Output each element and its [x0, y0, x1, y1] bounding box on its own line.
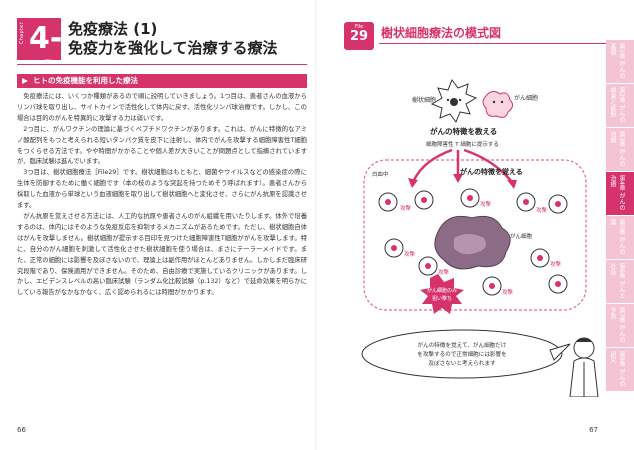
page-number-left: 66 — [17, 426, 26, 434]
dendritic-cell-icon — [430, 78, 478, 124]
starburst-badge: がん細胞のみ 狙い撃ち — [420, 274, 464, 314]
doctor-icon — [569, 337, 599, 397]
chapter-tab[interactable]: 第1章 がんの基礎 — [606, 40, 634, 83]
page-number-right: 67 — [589, 426, 598, 434]
attack-label: 攻撃 — [502, 288, 514, 296]
attack-label: 攻撃 — [550, 260, 562, 268]
file-divider — [379, 43, 607, 44]
paragraph: 2つ目に、がんワクチンの理論に基づくペプチドワクチンがあります。これは、がんに特… — [17, 125, 307, 166]
bubble-line-2: を攻撃するので正常細胞には影響を — [417, 350, 507, 358]
speech-bubble: がんの特徴を覚えて、がん細胞だけ を攻撃するので正常細胞には影響を 及ぼさないと… — [361, 329, 571, 379]
title-line-1: 免疫療法 (1) — [68, 20, 158, 38]
chapter-tab[interactable]: 第6章 がんと社会 — [606, 260, 634, 303]
bubble-line-3: 及ぼさないと考えられます — [428, 359, 496, 367]
left-page: Chapter 4-6 免疫療法 (1) 免疫力を強化して治療する療法 ヒトの免… — [0, 0, 316, 450]
cancer-cell-label-2: がん細胞 — [510, 232, 533, 240]
book-gutter — [315, 0, 317, 450]
target-label-2: 狙い撃ち — [432, 295, 452, 302]
bubble-line-1: がんの特徴を覚えて、がん細胞だけ — [418, 341, 507, 349]
right-page: File 29 樹状細胞療法の模式図 樹状細胞 がん細胞 がんの特徴を教える 細… — [317, 0, 634, 450]
dendritic-therapy-diagram: 樹状細胞 がん細胞 がんの特徴を教える 細胞障害性 T 細胞に提示する がんの特… — [361, 78, 599, 397]
chapter-tab-active[interactable]: 第4章 がんの治療 — [606, 172, 634, 215]
t-cell-nucleus — [385, 195, 561, 289]
chapter-tab[interactable]: 第5章 がんの薬 — [606, 216, 634, 259]
chapter-tab[interactable]: 第7章 がんの予防 — [606, 304, 634, 347]
paragraph: 免疫療法には、いくつか種類があるので順に説明していきましょう。1つ目は、患者さん… — [17, 93, 307, 122]
file-label: File — [354, 24, 364, 30]
chapter-tab[interactable]: 第2章 がんの検査と診断 — [606, 84, 634, 127]
section-heading: ヒトの免疫機能を利用した療法 — [17, 74, 307, 88]
cancer-cell-label: がん細胞 — [514, 94, 538, 102]
target-label-1: がん細胞のみ — [427, 287, 457, 294]
dendritic-cell-label: 樹状細胞 — [412, 96, 436, 104]
cancer-cell-icon — [482, 90, 514, 118]
blood-label: 白血中 — [372, 170, 389, 178]
arrowhead-icon — [408, 174, 517, 189]
section-heading-text: ヒトの免疫機能を利用した療法 — [33, 76, 138, 85]
file-badge: File 29 — [344, 22, 374, 50]
chapter-tab[interactable]: 第3章 がんの治療 — [606, 128, 634, 171]
file-title: 樹状細胞療法の模式図 — [381, 26, 502, 40]
chapter-tabs: 第1章 がんの基礎 第2章 がんの検査と診断 第3章 がんの治療 第4章 がんの… — [606, 40, 634, 392]
arrow-icon — [412, 148, 513, 183]
teach-label: がんの特徴を教える — [430, 126, 497, 136]
attack-label: 攻撃 — [438, 268, 450, 276]
attack-label: 攻撃 — [536, 206, 548, 214]
file-number: 29 — [349, 29, 369, 44]
learn-label: がんの特徴を覚える — [460, 167, 523, 176]
chapter-badge: Chapter 4-6 — [17, 18, 62, 90]
paragraph: がん抗原を覚えさせる方法には、人工的な抗原や患者さんのがん組織を用いたりします。… — [17, 212, 307, 297]
body-text: 免疫療法には、いくつか種類があるので順に説明していきましょう。1つ目は、患者さん… — [17, 92, 307, 299]
attack-label: 攻撃 — [400, 204, 412, 212]
present-label: 細胞障害性 T 細胞に提示する — [426, 140, 499, 148]
chapter-tab[interactable]: 第8章 がんの研究 — [606, 348, 634, 391]
attack-label: 攻撃 — [480, 200, 492, 208]
chapter-title: 免疫療法 (1) 免疫力を強化して治療する療法 — [68, 20, 278, 58]
attack-label: 攻撃 — [404, 250, 416, 258]
title-divider — [17, 64, 307, 65]
triangle-icon — [22, 78, 28, 84]
title-line-2: 免疫力を強化して治療する療法 — [68, 39, 278, 57]
chapter-label: Chapter — [19, 22, 25, 45]
paragraph: 3つ目は、樹状細胞療法［File29］です。樹状細胞はもともと、細菌やウイルスな… — [17, 169, 307, 210]
large-cancer-cell-icon — [434, 215, 511, 270]
